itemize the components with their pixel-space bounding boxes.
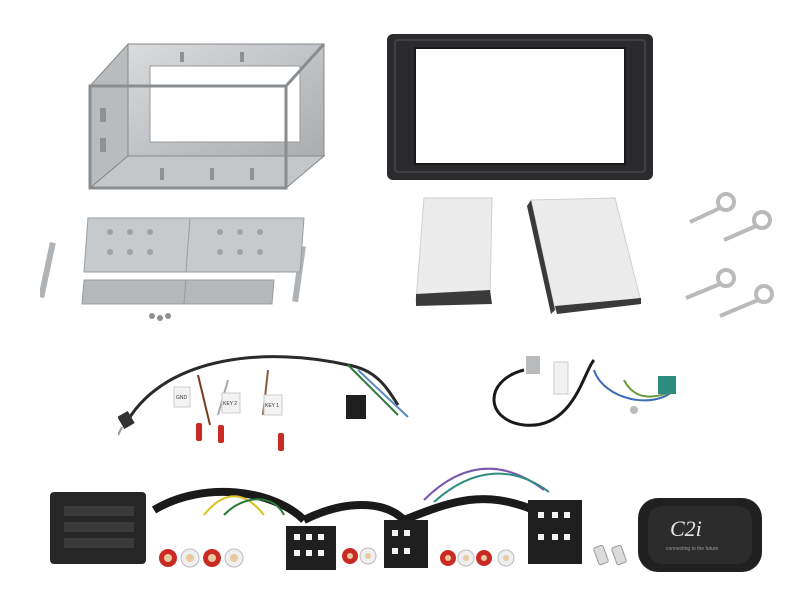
interface-tagline: connecting to the future: [666, 546, 718, 552]
steering-control-lead: GND KEY 2 KEY 1: [118, 355, 409, 451]
main-wiring-harness: [50, 467, 627, 570]
interface-module: C2i connecting to the future: [638, 498, 762, 572]
key-2-tag: KEY 2: [223, 401, 237, 407]
foam-pad-left: [415, 197, 493, 306]
fascia-panel: [387, 34, 653, 180]
metal-cage: [88, 42, 326, 190]
antenna-adapter: [492, 356, 676, 427]
gnd-tag: GND: [176, 395, 188, 401]
key-1-tag: KEY 1: [265, 403, 279, 409]
mounting-brackets: [40, 217, 306, 321]
foam-pad-right: [527, 197, 642, 314]
release-keys: [685, 192, 774, 318]
interface-logo: C2i: [670, 516, 702, 541]
